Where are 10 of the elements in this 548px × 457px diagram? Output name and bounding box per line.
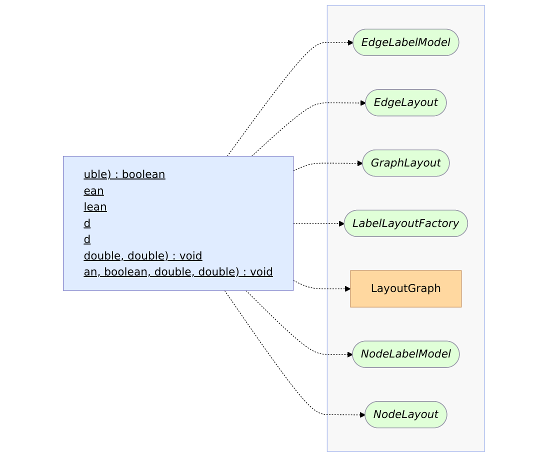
cluster xyxy=(326,5,485,452)
arrow xyxy=(226,40,354,157)
arrow xyxy=(246,290,354,358)
arrow xyxy=(292,160,364,172)
arrow xyxy=(292,220,345,227)
arrow xyxy=(251,100,366,157)
node-box: LayoutGraph xyxy=(350,270,462,308)
arrow xyxy=(292,280,351,292)
node-box: uble) : boolean ean lean d d double, double) : void an, boolean, double, double) : void xyxy=(63,156,294,291)
arrow xyxy=(224,290,366,418)
